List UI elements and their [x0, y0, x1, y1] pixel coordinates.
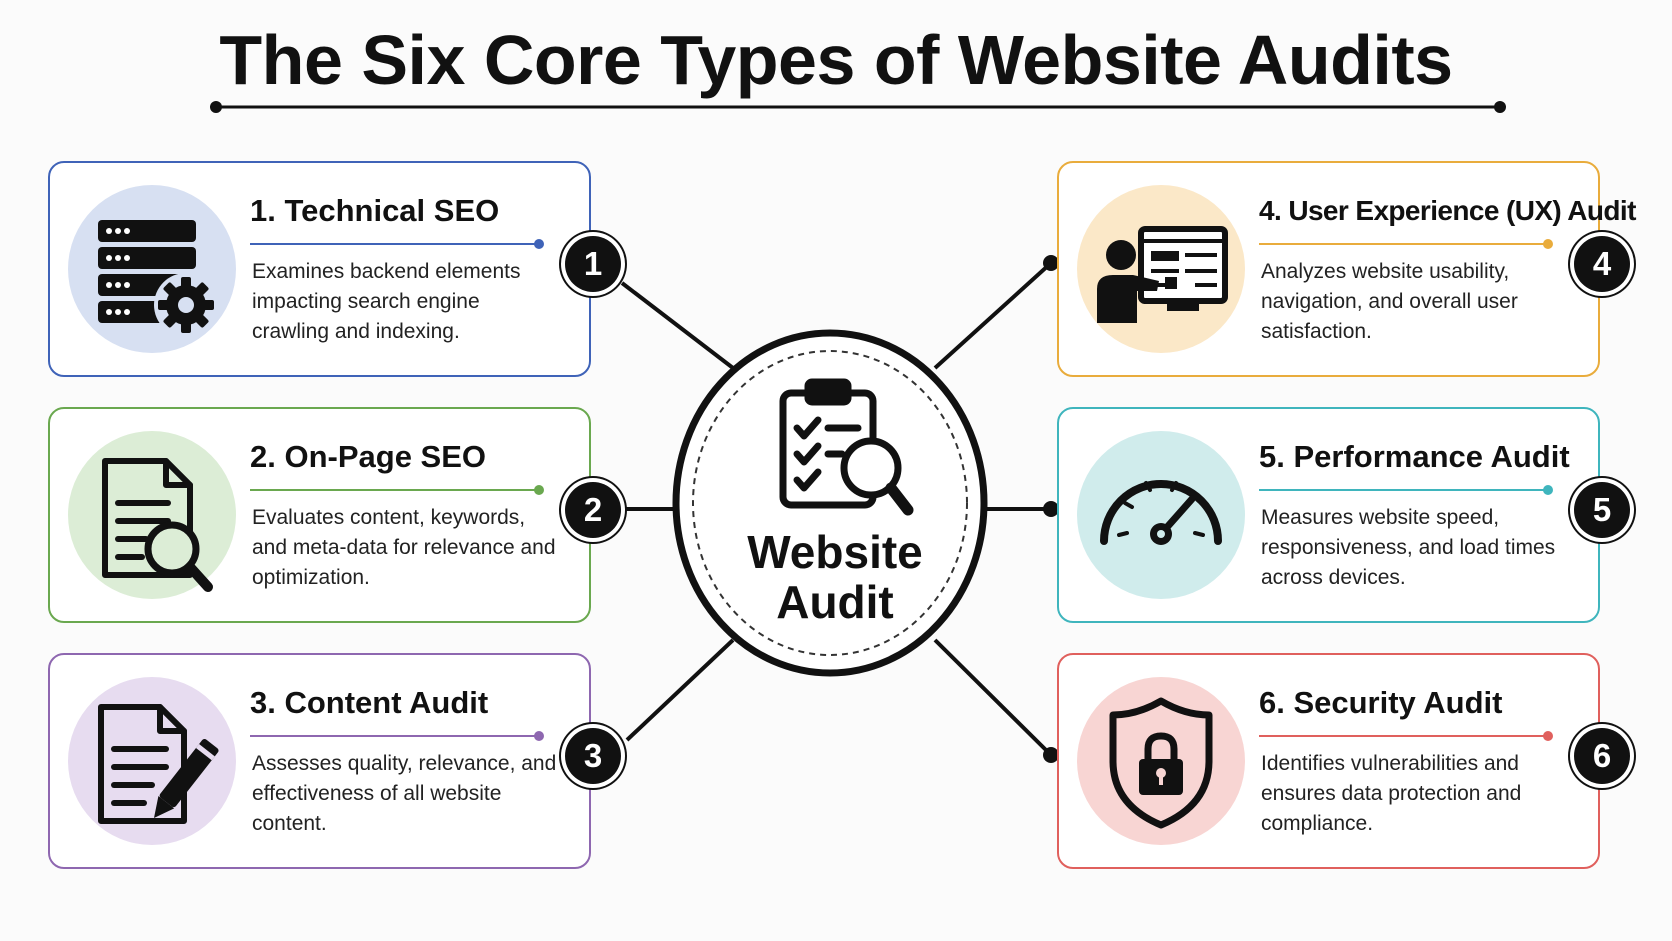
title-underline: [1259, 731, 1553, 741]
connector-3: [625, 638, 735, 742]
step-badge-4: 4: [1574, 236, 1630, 292]
connector-6: [933, 638, 1053, 757]
card-title: 6. Security Audit: [1259, 685, 1503, 720]
audit-card-content-audit: 3. Content Audit Assesses quality, relev…: [48, 653, 591, 869]
audit-card-performance-audit: 5. Performance Audit Measures website sp…: [1057, 407, 1600, 623]
card-title: 4. User Experience (UX) Audit: [1259, 195, 1636, 226]
title-underline: [250, 485, 544, 495]
title-underline: [1259, 239, 1553, 249]
title-underline: [250, 239, 544, 249]
connector-4-dot: [1043, 255, 1059, 271]
connector-4: [933, 261, 1053, 370]
card-description: Analyzes website usability, navigation, …: [1261, 260, 1518, 343]
hub-title-line2: Audit: [776, 576, 894, 628]
title-underline: [250, 731, 544, 741]
icon-background: [1077, 677, 1245, 845]
hub-dashed-ring: [692, 350, 968, 656]
document-pen-icon: [98, 704, 219, 824]
icon-background: [1077, 431, 1245, 599]
icon-background: [68, 677, 236, 845]
hub-title-line1: Website: [747, 526, 923, 578]
audit-card-ux-audit: 4. User Experience (UX) Audit Analyzes w…: [1057, 161, 1636, 377]
card-description: Examines backend elements impacting sear…: [252, 260, 521, 343]
card-description: Assesses quality, relevance, and effecti…: [252, 752, 557, 835]
icon-background: [68, 431, 236, 599]
shield-lock-icon: [1109, 697, 1213, 829]
connector-5-dot: [1043, 501, 1059, 517]
audit-card-security-audit: 6. Security Audit Identifies vulnerabili…: [1057, 653, 1600, 869]
card-description: Identifies vulnerabilities and ensures d…: [1261, 752, 1522, 835]
title-underline-dot-left: [210, 101, 222, 113]
icon-background: [1077, 185, 1245, 353]
step-badge-5: 5: [1574, 482, 1630, 538]
card-title: 5. Performance Audit: [1259, 439, 1570, 474]
step-badge-1: 1: [565, 236, 621, 292]
audit-card-on-page-seo: 2. On-Page SEO Evaluates content, keywor…: [48, 407, 591, 623]
page-title: The Six Core Types of Website Audits: [219, 21, 1453, 99]
server-gear-icon: [98, 220, 218, 337]
card-description: Evaluates content, keywords, and meta-da…: [252, 506, 556, 589]
card-title: 1. Technical SEO: [250, 193, 500, 228]
document-search-icon: [102, 458, 213, 592]
step-badge-2: 2: [565, 482, 621, 538]
card-description: Measures website speed, responsiveness, …: [1261, 506, 1556, 589]
user-screen-icon: [1097, 226, 1228, 323]
speedometer-icon: [1100, 480, 1222, 545]
title-underline: [1259, 485, 1553, 495]
connector-1: [620, 281, 735, 370]
card-title: 2. On-Page SEO: [250, 439, 487, 474]
card-title: 3. Content Audit: [250, 685, 489, 720]
step-badge-6: 6: [1574, 728, 1630, 784]
step-badge-3: 3: [565, 728, 621, 784]
title-underline-dot-right: [1494, 101, 1506, 113]
clipboard-checklist-magnifier-icon: [779, 378, 914, 516]
icon-background: [68, 185, 236, 353]
hub: Website Audit: [675, 335, 995, 675]
audit-card-technical-seo: 1. Technical SEO Examines backend elemen…: [48, 161, 591, 377]
connector-6-dot: [1043, 747, 1059, 763]
